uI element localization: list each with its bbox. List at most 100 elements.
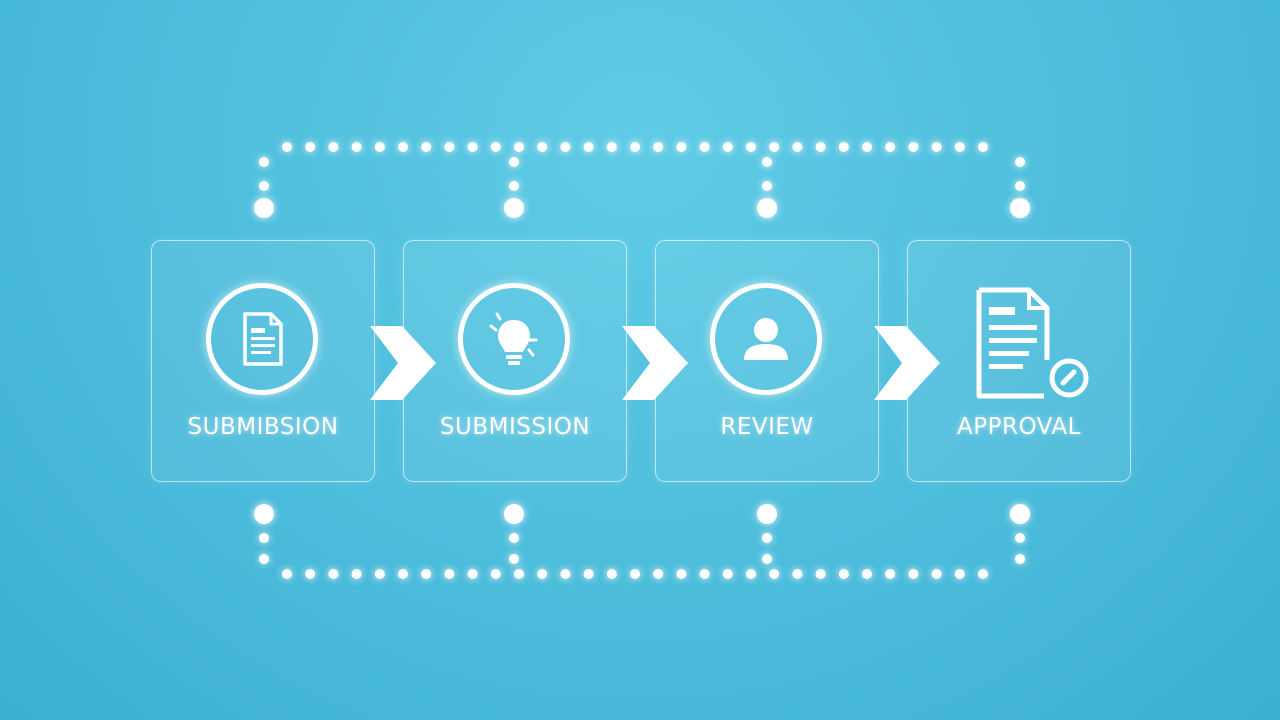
connector-dot (792, 142, 803, 152)
connector-dot (467, 569, 478, 579)
connector-dot (746, 142, 756, 152)
connector-dot (305, 142, 316, 152)
connector-dot (757, 504, 777, 524)
connector-dot (954, 569, 965, 579)
connector-dot (490, 569, 501, 579)
connector-dot (259, 157, 269, 167)
connector-dot (328, 569, 339, 579)
connector-dot (444, 142, 455, 152)
connector-dot (444, 569, 455, 579)
connector-dot (699, 569, 710, 579)
connector-dot (509, 554, 519, 564)
connector-dot (722, 569, 733, 579)
connector-dot (699, 142, 710, 152)
connector-dot (762, 181, 772, 191)
connector-dot (514, 569, 524, 579)
connector-dot (374, 142, 385, 152)
connector-dot (908, 569, 919, 579)
flow-arrow-2 (622, 326, 688, 400)
connector-dot (908, 142, 919, 152)
connector-dot (885, 569, 896, 579)
connector-dot (328, 142, 339, 152)
connector-dot (259, 181, 269, 191)
lightbulb-icon (458, 283, 570, 395)
connector-dot (931, 569, 942, 579)
connector-dot (514, 142, 524, 152)
bottom-connector (254, 504, 1030, 579)
flow-arrow-3 (874, 326, 940, 400)
connector-dot (537, 569, 548, 579)
document-check-icon (976, 287, 1089, 399)
connector-dot (305, 569, 316, 579)
connector-dot (1015, 181, 1025, 191)
connector-dot (722, 142, 733, 152)
flow-arrow-1 (370, 326, 436, 400)
connector-dot (583, 569, 594, 579)
connector-dot (769, 142, 780, 152)
connector-dot (282, 569, 292, 579)
connector-dot (762, 554, 772, 564)
connector-dot (653, 569, 664, 579)
step-label: APPROVAL (957, 414, 1081, 440)
step-card-2: SUBMISSION (403, 240, 627, 482)
connector-dot (1010, 198, 1030, 218)
connector-dot (676, 142, 687, 152)
connector-dot (815, 142, 826, 152)
top-connector (254, 142, 1030, 218)
connector-dot (490, 142, 501, 152)
connector-dot (504, 198, 524, 218)
connector-dot (509, 157, 519, 167)
document-icon (206, 283, 318, 395)
connector-dot (838, 569, 849, 579)
connector-dot (351, 142, 362, 152)
connector-dot (606, 569, 617, 579)
connector-dot (254, 504, 274, 524)
connector-dot (978, 142, 988, 152)
connector-dot (769, 569, 780, 579)
connector-dot (762, 157, 772, 167)
connector-dot (509, 181, 519, 191)
connector-dot (815, 569, 826, 579)
step-card-4: APPROVAL (907, 240, 1131, 482)
connector-dot (931, 142, 942, 152)
connector-dot (757, 198, 777, 218)
connector-dot (398, 569, 408, 579)
connector-dot (504, 504, 524, 524)
connector-dot (630, 142, 640, 152)
connector-dot (421, 142, 432, 152)
connector-dot (259, 554, 269, 564)
connector-dot (282, 142, 292, 152)
connector-dot (885, 142, 896, 152)
step-label: SUBMIBSION (187, 414, 339, 440)
connector-dot (1015, 157, 1025, 167)
connector-dot (862, 569, 872, 579)
step-label: SUBMISSION (439, 414, 591, 440)
connector-dot (1015, 533, 1025, 543)
step-label: REVIEW (720, 414, 814, 440)
connector-dot (762, 533, 772, 543)
connector-dot (537, 142, 548, 152)
connector-dot (954, 142, 965, 152)
step-card-3: REVIEW (655, 240, 879, 482)
connector-dot (862, 142, 872, 152)
connector-dot (254, 198, 274, 218)
connector-dot (838, 142, 849, 152)
connector-dot (978, 569, 988, 579)
connector-dot (560, 569, 571, 579)
user-icon (710, 283, 822, 395)
connector-dot (1015, 554, 1025, 564)
connector-dot (398, 142, 408, 152)
connector-dot (467, 142, 478, 152)
connector-dot (1010, 504, 1030, 524)
connector-dot (351, 569, 362, 579)
connector-dot (792, 569, 803, 579)
connector-dot (746, 569, 756, 579)
step-card-1: SUBMIBSION (151, 240, 375, 482)
connector-dot (560, 142, 571, 152)
connector-dot (583, 142, 594, 152)
connector-dot (606, 142, 617, 152)
connector-dot (630, 569, 640, 579)
connector-dot (374, 569, 385, 579)
